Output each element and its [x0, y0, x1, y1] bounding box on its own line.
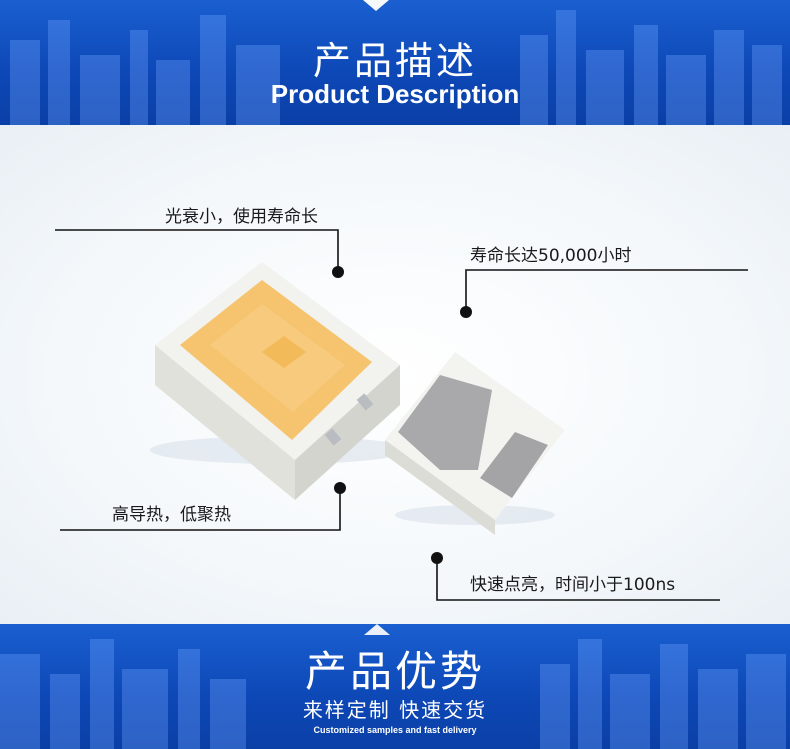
feature-label-low-decay: 光衰小，使用寿命长 — [165, 207, 318, 227]
banner-notch — [363, 0, 389, 11]
bottom-banner: 产品优势 来样定制 快速交货 Customized samples and fa… — [0, 624, 790, 749]
city-skyline-background — [0, 639, 786, 749]
led-chip-front — [155, 262, 400, 500]
feature-label-thermal: 高导热，低聚热 — [112, 505, 231, 525]
feature-label-fast-response: 快速点亮，时间小于100ns — [470, 575, 676, 595]
section-title-cn: 产品描述 — [312, 39, 477, 83]
advantage-title-cn: 产品优势 — [304, 647, 485, 696]
banner-notch — [364, 624, 390, 635]
advantage-subtitle-en: Customized samples and fast delivery — [313, 725, 477, 735]
section-title-en: Product Description — [270, 79, 520, 109]
city-skyline-background — [10, 10, 782, 125]
feature-label-lifetime: 寿命长达50,000小时 — [470, 246, 632, 266]
advantage-subtitle-cn: 来样定制 快速交货 — [302, 698, 488, 722]
led-chip-back — [385, 352, 565, 535]
top-banner: 产品描述 Product Description — [0, 0, 790, 125]
